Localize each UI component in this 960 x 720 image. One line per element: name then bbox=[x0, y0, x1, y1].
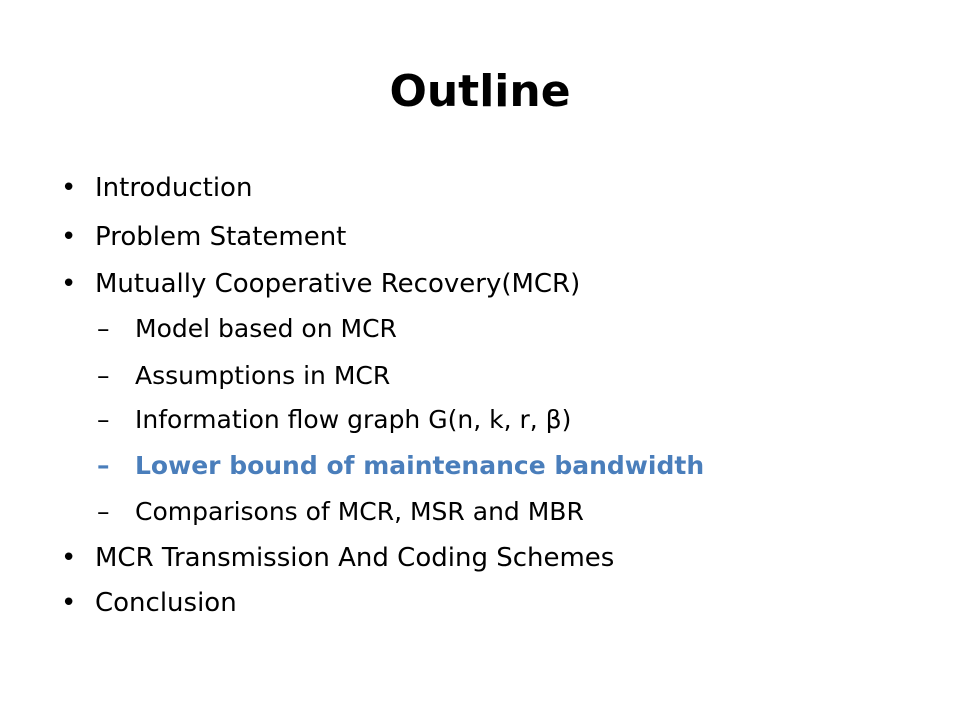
outline-item-problem-statement: • Problem Statement bbox=[61, 221, 347, 253]
outline-item-label: Problem Statement bbox=[95, 222, 347, 252]
outline-item-label: Information flow graph G(n, k, r, β) bbox=[135, 405, 572, 434]
outline-item-label: MCR Transmission And Coding Schemes bbox=[95, 543, 615, 573]
outline-item-label: Comparisons of MCR, MSR and MBR bbox=[135, 497, 584, 526]
bullet-icon: • bbox=[61, 269, 77, 299]
bullet-icon: • bbox=[61, 543, 77, 573]
outline-item-introduction: • Introduction bbox=[61, 172, 253, 204]
outline-item-label: Mutually Cooperative Recovery(MCR) bbox=[95, 269, 581, 299]
outline-item-mcr: • Mutually Cooperative Recovery(MCR) bbox=[61, 268, 581, 300]
outline-item-label: Lower bound of maintenance bandwidth bbox=[135, 451, 705, 480]
outline-item-conclusion: • Conclusion bbox=[61, 587, 237, 619]
dash-icon: – bbox=[97, 314, 110, 343]
outline-subitem-comparisons: – Comparisons of MCR, MSR and MBR bbox=[97, 496, 584, 528]
bullet-icon: • bbox=[61, 588, 77, 618]
dash-icon: – bbox=[97, 361, 110, 390]
outline-item-label: Model based on MCR bbox=[135, 314, 397, 343]
dash-icon: – bbox=[97, 497, 110, 526]
outline-subitem-assumptions: – Assumptions in MCR bbox=[97, 360, 391, 392]
outline-item-label: Assumptions in MCR bbox=[135, 361, 391, 390]
slide-title: Outline bbox=[389, 66, 571, 117]
bullet-icon: • bbox=[61, 222, 77, 252]
outline-subitem-lower-bound: – Lower bound of maintenance bandwidth bbox=[97, 450, 705, 482]
outline-item-label: Conclusion bbox=[95, 588, 237, 618]
outline-subitem-information-flow-graph: – Information flow graph G(n, k, r, β) bbox=[97, 404, 572, 436]
outline-subitem-model: – Model based on MCR bbox=[97, 313, 397, 345]
outline-item-transmission-coding: • MCR Transmission And Coding Schemes bbox=[61, 542, 615, 574]
bullet-icon: • bbox=[61, 173, 77, 203]
dash-icon: – bbox=[97, 405, 110, 434]
dash-icon: – bbox=[97, 451, 110, 480]
outline-item-label: Introduction bbox=[95, 173, 253, 203]
